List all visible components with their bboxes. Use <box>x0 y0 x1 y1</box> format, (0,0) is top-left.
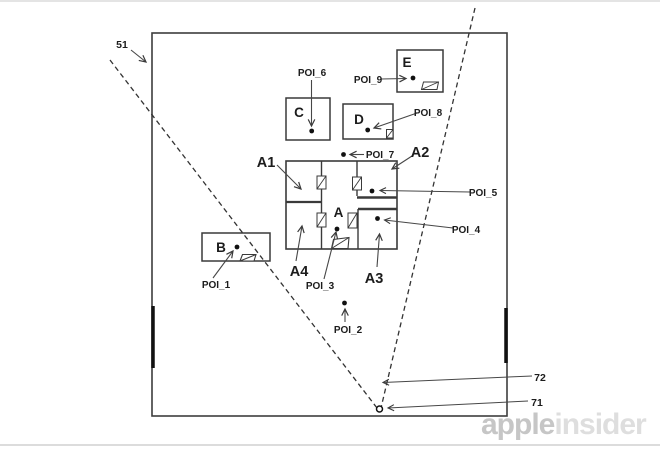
building-d <box>342 103 394 140</box>
area-a1-arrow <box>276 164 302 190</box>
map-boundary-rect <box>151 32 508 417</box>
building-a-entrance-door-diagonal <box>331 237 350 249</box>
poi-1-dot <box>234 244 240 250</box>
poi-1-label: POI_1 <box>202 280 231 291</box>
door-diagonal-a-upper <box>316 175 327 190</box>
building-d-label: D <box>354 112 364 127</box>
area-a3-label: A3 <box>365 271 384 287</box>
poi-5-leader <box>378 187 471 195</box>
building-c-outline <box>285 97 331 141</box>
ref-71-label: 71 <box>531 397 543 409</box>
poi-8-dot <box>365 127 371 133</box>
ref-72-leader <box>381 375 533 386</box>
poi-5-label: POI_5 <box>469 188 498 199</box>
building-e-label: E <box>402 55 411 70</box>
building-b-label: B <box>216 240 226 255</box>
building-a-label: A <box>334 205 344 220</box>
building-c-label: C <box>294 105 304 120</box>
poi-7-dot <box>341 152 346 157</box>
watermark-insider-text: insider <box>554 408 646 441</box>
area-a4-arrow <box>295 224 305 262</box>
screenshot-top-border <box>0 0 660 2</box>
ref-72-label: 72 <box>534 372 546 384</box>
building-d-door-diagonal <box>386 129 394 139</box>
building-c <box>285 97 331 141</box>
poi-6-dot <box>309 128 315 134</box>
fov-dashed-line-right <box>380 7 476 409</box>
building-e-door-diagonal <box>421 81 439 90</box>
door-diagonal-b-upper <box>352 176 362 191</box>
area-a1-label: A1 <box>257 155 276 171</box>
area-a3-arrow <box>375 232 383 268</box>
building-e <box>396 49 444 93</box>
poi-8-arrow <box>372 112 418 130</box>
poi-4-label: POI_4 <box>452 225 481 236</box>
poi-4-leader <box>383 217 454 229</box>
ref-51-arrow <box>130 49 148 63</box>
poi-2-dot <box>342 300 347 306</box>
poi-7-label: POI_7 <box>366 150 395 161</box>
poi-5-dot <box>369 188 375 194</box>
door-diagonal-b-lower <box>347 212 358 229</box>
device-location-circle <box>375 405 384 413</box>
poi-3-label: POI_3 <box>306 281 335 292</box>
fov-dashed-line-left <box>109 59 378 409</box>
ref-51-label: 51 <box>116 39 128 51</box>
poi-9-dot <box>410 75 416 81</box>
poi-1-arrow <box>212 249 234 279</box>
area-a2-label: A2 <box>411 145 430 161</box>
area-a4-label: A4 <box>290 264 309 280</box>
screenshot-bottom-border <box>0 444 660 446</box>
building-b-door-diagonal <box>239 254 257 262</box>
area-a2-arrow <box>390 155 413 170</box>
poi-3-arrow <box>323 230 339 280</box>
poi-2-label: POI_2 <box>334 325 363 336</box>
ref-71-leader <box>386 400 529 412</box>
poi-9-label: POI_9 <box>354 75 383 86</box>
appleinsider-watermark: appleinsider <box>481 408 647 442</box>
door-diagonal-a-lower <box>316 212 327 228</box>
watermark-apple-text: apple <box>481 408 555 441</box>
poi-8-label: POI_8 <box>414 108 443 119</box>
building-d-outline <box>342 103 394 140</box>
poi-6-label: POI_6 <box>298 68 327 79</box>
poi-9-arrow <box>380 74 408 83</box>
poi-3-dot <box>334 226 340 232</box>
poi-4-dot <box>375 216 380 221</box>
